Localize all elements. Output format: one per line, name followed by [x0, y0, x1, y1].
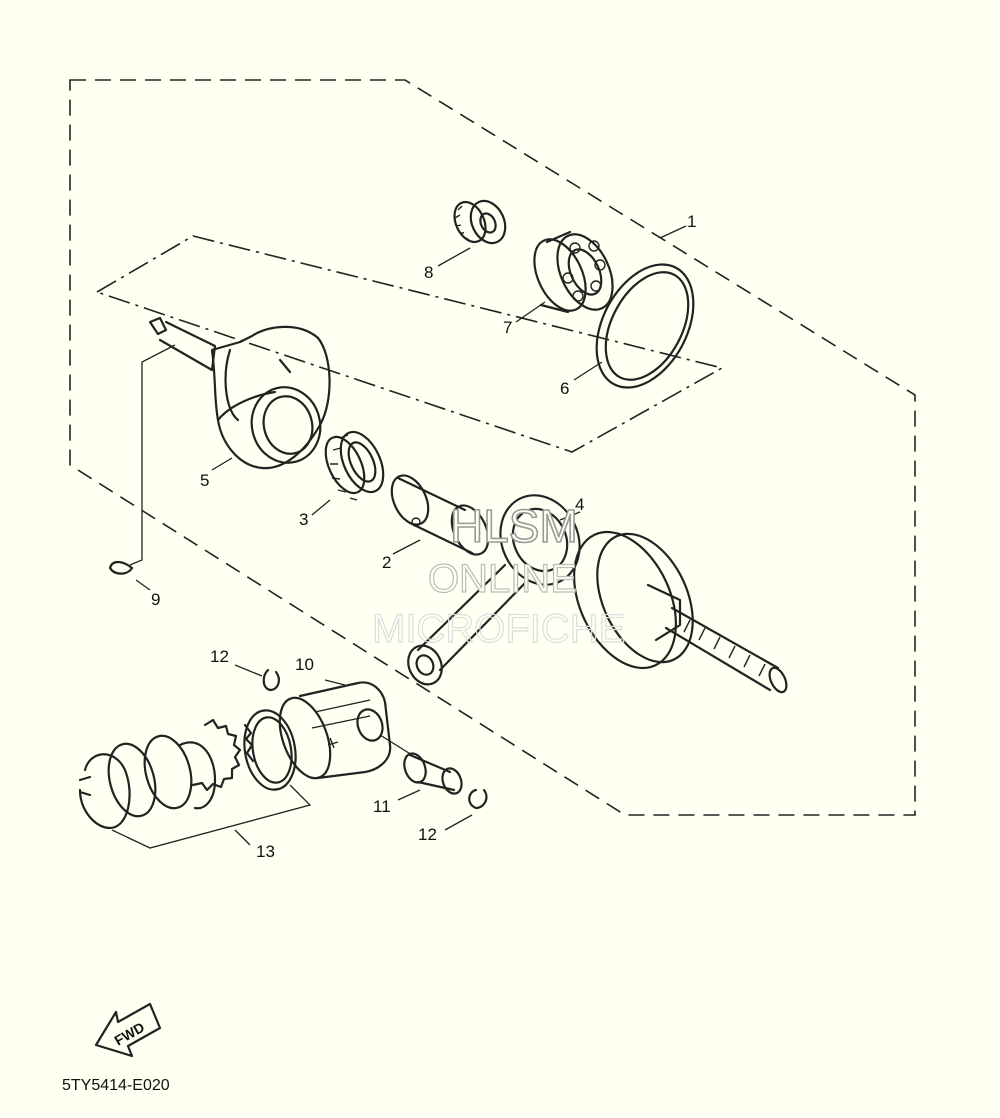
crankshaft-output-half	[573, 530, 788, 694]
part-9-key	[108, 344, 176, 575]
callout-7: 7	[503, 318, 512, 337]
callout-3: 3	[299, 510, 308, 529]
callout-2: 2	[382, 553, 391, 572]
ring-set-bracket	[111, 784, 312, 849]
part-13-ring-set	[78, 709, 297, 830]
fwd-arrow-icon: FWD	[94, 1002, 162, 1058]
watermark-line-3: MICROFICHE	[372, 607, 625, 651]
leader-lines	[135, 225, 687, 846]
part-10-piston	[278, 681, 392, 780]
part-11-piston-pin	[379, 734, 463, 795]
part-8-gear	[453, 199, 507, 245]
part-6-ring	[595, 263, 695, 389]
crank-subgroup-boundary	[95, 235, 725, 453]
callout-11: 11	[373, 797, 391, 816]
drawing-code: 5TY5414-E020	[62, 1077, 170, 1094]
callout-8: 8	[424, 263, 433, 282]
part-3-needle-bearing	[324, 430, 385, 501]
part-5-crank-web	[148, 316, 331, 470]
callout-9: 9	[151, 590, 160, 609]
callout-12-top: 12	[210, 647, 229, 666]
part-7-bearing	[533, 230, 614, 314]
part-12-circlip-top	[262, 668, 280, 692]
assembly-boundary-dashed	[69, 79, 916, 816]
callout-6: 6	[560, 379, 569, 398]
part-12-circlip-bottom	[468, 788, 488, 810]
watermark-line-1: HLSM	[450, 500, 578, 552]
callout-5: 5	[200, 471, 209, 490]
callout-1: 1	[687, 212, 696, 231]
callout-4: 4	[575, 495, 584, 514]
watermark-line-2: ONLINE	[428, 557, 577, 601]
part-4-connecting-rod	[407, 494, 581, 686]
callout-13: 13	[256, 842, 275, 861]
part-2-crank-pin	[390, 474, 490, 556]
callout-12-bottom: 12	[418, 825, 437, 844]
callout-10: 10	[295, 655, 314, 674]
